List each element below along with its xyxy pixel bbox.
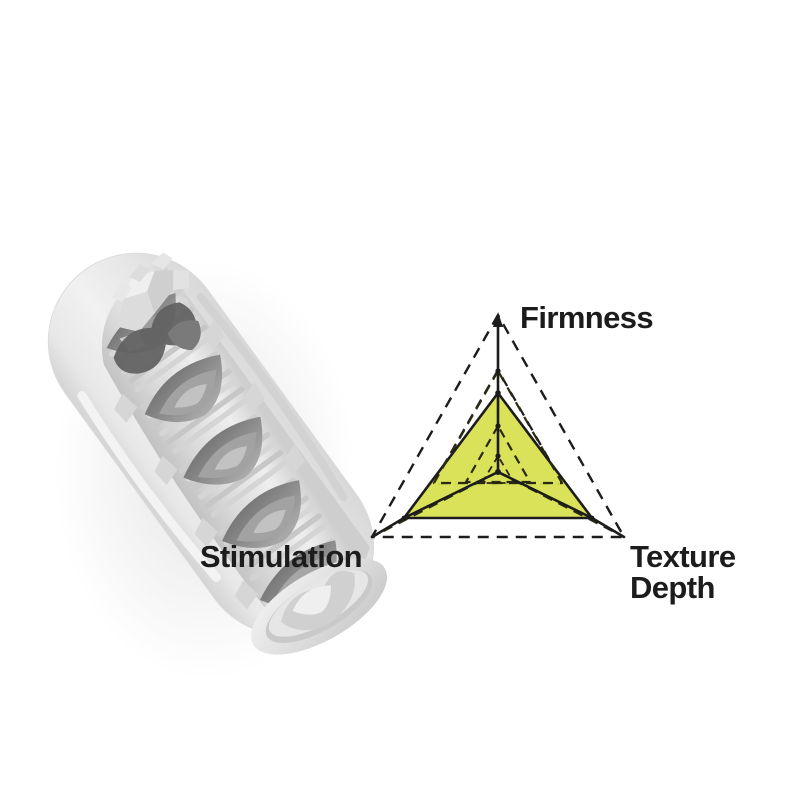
axis-tick-100 xyxy=(495,368,501,374)
series-inner-legs xyxy=(402,470,594,520)
grid-ring-50-overlay xyxy=(464,424,532,484)
outer-leg-right xyxy=(590,516,626,539)
upper-dark-web xyxy=(113,302,197,374)
grid-ring-100 xyxy=(370,313,626,539)
product-cutaway-svg xyxy=(47,252,388,680)
outer-leg-left xyxy=(370,516,406,539)
cut-edge-flanges xyxy=(114,319,305,610)
axis-tick-25 xyxy=(495,453,501,459)
radar-chart-svg: Firmness Stimulation Texture Depth xyxy=(200,300,737,605)
axis-label-texture-depth-line1: Texture xyxy=(630,539,736,574)
axis-label-stimulation: Stimulation xyxy=(200,539,362,574)
radar-chart: Firmness Stimulation Texture Depth xyxy=(200,270,740,630)
series-vertex-stimulation xyxy=(401,515,407,521)
series-vertex-firmness xyxy=(495,390,501,396)
series-vertex-texture-depth xyxy=(589,515,595,521)
product-illustration xyxy=(47,252,388,680)
shell-shade xyxy=(196,293,348,502)
axis-tick-50 xyxy=(495,423,501,429)
axis-label-texture-depth-line2: Depth xyxy=(630,570,715,605)
shell-highlight xyxy=(77,391,221,582)
axis-label-firmness: Firmness xyxy=(520,300,653,335)
crown-detail xyxy=(111,252,190,352)
grid-ring-25-overlay xyxy=(481,455,515,484)
internal-texture-chambers xyxy=(101,252,369,643)
sleeve-open-end xyxy=(251,558,388,655)
product-body-group xyxy=(47,252,388,655)
axis-firmness-arrowhead xyxy=(493,312,503,327)
